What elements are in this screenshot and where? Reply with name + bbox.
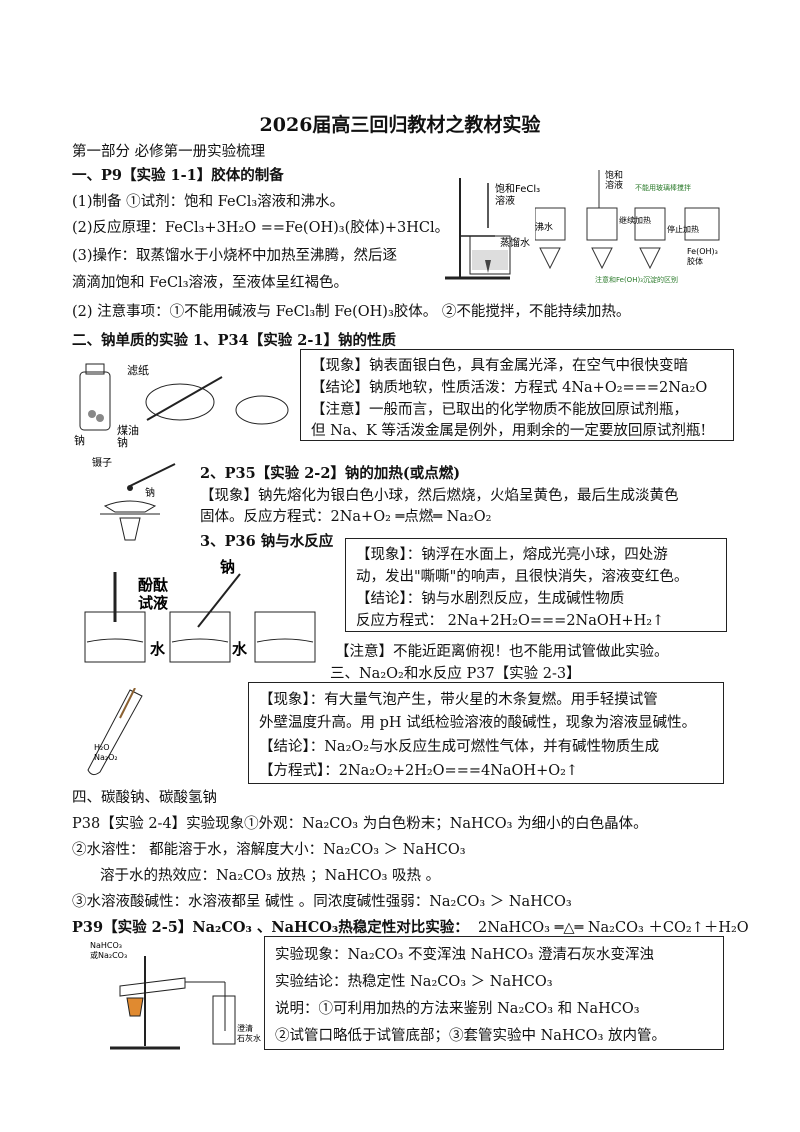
fig1b-label-stop: 停止加热 <box>667 224 699 234</box>
fig2b-label-na: 钠 <box>145 486 155 499</box>
fig1a-label-water: 蒸馏水 <box>500 236 530 249</box>
box3-line4: 【方程式】：2Na₂O₂+2H₂O===4NaOH+O₂↑ <box>259 763 579 779</box>
section4-line5a: P39【实验 2-5】Na₂CO₃ 、NaHCO₃热稳定性对比实验： <box>72 919 469 936</box>
section4-line5b: 2NaHCO₃ ═△═ Na₂CO₃ ＋CO₂↑＋H₂O <box>478 920 749 936</box>
fig5-label-clear: 澄清 <box>237 1023 253 1033</box>
thermal-stability-box: 实验现象：Na₂CO₃ 不变浑浊 NaHCO₃ 澄清石灰水变浑浊 实验结论：热稳… <box>264 936 724 1050</box>
section4-line4: ③水溶液酸碱性：水溶液都呈 碱性 。同浓度碱性强弱：Na₂CO₃ ＞ NaHCO… <box>72 894 572 910</box>
fig4-label-water: H₂O <box>94 743 110 752</box>
box1-line2: 【结论】钠质地软，性质活泼：方程式 4Na+O₂===2Na₂O <box>311 380 708 396</box>
fig1b-label-heat: 继续加热 <box>619 215 651 225</box>
fig1b-label-sat: 饱和 <box>605 169 623 181</box>
fig2b-label-tweezers: 镊子 <box>92 457 112 469</box>
colloid-process-figure: 饱和 溶液 不能用玻璃棒搅拌 沸水 继续加热 停止加热 Fe(OH)₃ 胶体 注… <box>535 169 720 284</box>
section1-op1: (3)操作：取蒸馏水于小烧杯中加热至沸腾，然后逐 <box>72 248 398 264</box>
box2-line3: 【结论】：钠与水剧烈反应，生成碱性物质 <box>356 591 625 607</box>
fig2a-label-na1: 钠 <box>74 433 85 447</box>
box1-line4: 但 Na、K 等活泼金属是例外，用剩余的一定要放回原试剂瓶! <box>311 423 707 439</box>
fig5-label-na2co3: 或Na₂CO₃ <box>90 950 127 960</box>
colloid-apparatus-figure: 饱和FeCl₃ 溶液 蒸馏水 <box>445 178 540 280</box>
section4-line3: 溶于水的热效应：Na₂CO₃ 放热 ；NaHCO₃ 吸热 。 <box>100 868 441 884</box>
thermal-apparatus-figure: NaHCO₃ 或Na₂CO₃ 澄清 石灰水 <box>90 941 261 1050</box>
box2-line4: 反应方程式： 2Na+2H₂O===2NaOH+H₂↑ <box>356 613 665 629</box>
box4-line1: 实验现象：Na₂CO₃ 不变浑浊 NaHCO₃ 澄清石灰水变浑浊 <box>275 947 655 963</box>
fig1b-label-colloid: Fe(OH)₃ <box>687 247 718 256</box>
section2-sub2: 2、P35【实验 2-2】钠的加热(或点燃) <box>200 465 461 482</box>
sodium-cutting-figure: 滤纸 钠 煤油 钠 <box>74 363 289 449</box>
box2-line2: 动，发出"嘶嘶"的响声，且很快消失，溶液变红色。 <box>356 569 689 585</box>
sodium-property-box: 【现象】钠表面银白色，具有金属光泽，在空气中很快变暗 【结论】钠质地软，性质活泼… <box>300 349 734 441</box>
section2-heading: 二、钠单质的实验 1、P34【实验 2-1】钠的性质 <box>72 332 396 349</box>
section4-line2: ②水溶性： 都能溶于水，溶解度大小：Na₂CO₃ ＞ NaHCO₃ <box>72 842 466 858</box>
section1-principle: (2)反应原理：FeCl₃+3H₂O ==Fe(OH)₃(胶体)+3HCl。 <box>72 220 450 236</box>
section3-heading: 三、Na₂O₂和水反应 P37【实验 2-3】 <box>330 666 581 682</box>
section2-sub3: 3、P36 钠与水反应 <box>200 533 334 550</box>
box4-line2: 实验结论：热稳定性 Na₂CO₃ ＞ NaHCO₃ <box>275 974 553 990</box>
box4-line4: ②试管口略低于试管底部；③套管实验中 NaHCO₃ 放内管。 <box>275 1028 666 1044</box>
sodium-water-box: 【现象】：钠浮在水面上，熔成光亮小球，四处游 动，发出"嘶嘶"的响声，且很快消失… <box>345 538 727 632</box>
section1-heading: 一、P9【实验 1-1】胶体的制备 <box>72 167 284 184</box>
fig1b-label-boiling: 沸水 <box>535 221 553 233</box>
fig5-label-nahco3: NaHCO₃ <box>90 941 122 950</box>
fig3-label-phenol: 酚酞 <box>138 576 168 594</box>
fig1b-label-nostir: 不能用玻璃棒搅拌 <box>635 183 691 192</box>
section4-line1: P38【实验 2-4】实验现象①外观：Na₂CO₃ 为白色粉末；NaHCO₃ 为… <box>72 816 648 832</box>
fig1b-label-colloid2: 胶体 <box>687 256 703 266</box>
fig2a-label-oil: 煤油 <box>117 423 139 437</box>
section1-notes: (2) 注意事项：①不能用碱液与 FeCl₃制 Fe(OH)₃胶体。 ②不能搅拌… <box>72 304 631 320</box>
box1-line1: 【现象】钠表面银白色，具有金属光泽，在空气中很快变暗 <box>311 358 688 374</box>
na2o2-tube-figure: H₂O Na₂O₂ <box>87 688 143 776</box>
fig1a-label-reagent: 饱和FeCl₃ <box>495 183 540 195</box>
box3-line1: 【现象】：有大量气泡产生，带火星的木条复燃。用手轻摸试管 <box>259 692 658 708</box>
fig1b-label-sol: 溶液 <box>605 179 623 191</box>
fig3-label-reagent: 试液 <box>138 594 169 612</box>
fig5-label-limewater: 石灰水 <box>237 1033 261 1043</box>
section2-note3: 【注意】不能近距离俯视！也不能用试管做此实验。 <box>335 644 669 660</box>
fig1a-label-solution: 溶液 <box>495 194 515 207</box>
na2o2-box: 【现象】：有大量气泡产生，带火星的木条复燃。用手轻摸试管 外壁温度升高。用 pH… <box>248 682 724 784</box>
section2-sub2-line2: 固体。反应方程式：2Na+O₂ ═点燃═ Na₂O₂ <box>200 509 492 525</box>
fig3-label-water2: 水 <box>232 640 248 658</box>
fig3-label-na: 钠 <box>220 558 235 576</box>
fig2a-label-na2: 钠 <box>117 435 128 449</box>
sodium-water-figure: 酚酞 试液 钠 水 水 <box>84 558 316 663</box>
box2-line1: 【现象】：钠浮在水面上，熔成光亮小球，四处游 <box>356 547 668 563</box>
fig4-label-na2o2: Na₂O₂ <box>94 753 118 762</box>
section1-prep: (1)制备 ①试剂：饱和 FeCl₃溶液和沸水。 <box>72 194 345 210</box>
fig2a-label-paper: 滤纸 <box>127 364 149 377</box>
page-title: 2026届高三回归教材之教材实验 <box>259 114 541 136</box>
box1-line3: 【注意】一般而言，已取出的化学物质不能放回原试剂瓶， <box>311 402 688 418</box>
box3-line3: 【结论】：Na₂O₂与水反应生成可燃性气体，并有碱性物质生成 <box>259 739 660 755</box>
fig3-label-water1: 水 <box>150 640 166 658</box>
fig1b-label-note: 注意和Fe(OH)₃沉淀的区别 <box>595 275 678 284</box>
part-heading: 第一部分 必修第一册实验梳理 <box>72 144 266 160</box>
section4-heading: 四、碳酸钠、碳酸氢钠 <box>72 790 217 806</box>
box3-line2: 外壁温度升高。用 pH 试纸检验溶液的酸碱性，现象为溶液显碱性。 <box>259 715 697 731</box>
section1-op2: 滴滴加饱和 FeCl₃溶液，至液体呈红褐色。 <box>72 275 349 291</box>
section2-sub2-line1: 【现象】钠先熔化为银白色小球，然后燃烧，火焰呈黄色，最后生成淡黄色 <box>200 488 679 504</box>
sodium-heating-figure: 镊子 钠 <box>92 457 176 541</box>
box4-line3: 说明：①可利用加热的方法来鉴别 Na₂CO₃ 和 NaHCO₃ <box>275 1001 640 1017</box>
